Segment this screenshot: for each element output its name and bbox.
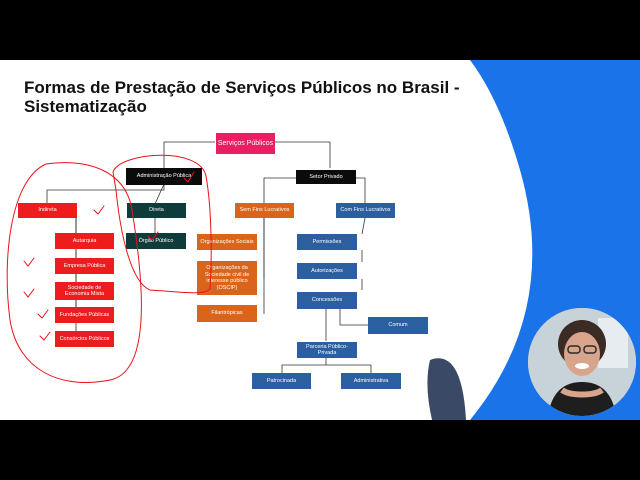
slide-title-line1: Formas de Prestação de Serviços Públicos… xyxy=(24,78,460,97)
node-empresa-publica: Empresa Pública xyxy=(55,258,114,274)
node-patrocinada: Patrocinada xyxy=(252,373,311,389)
dark-leaf-icon xyxy=(427,358,466,420)
node-administracao-publica: Administração Pública xyxy=(126,168,202,185)
node-comum: Comum xyxy=(368,317,428,334)
node-indireta: Indireta xyxy=(18,203,77,218)
letterbox-bottom xyxy=(0,420,640,480)
node-concessoes: Concessões xyxy=(297,292,357,309)
node-com-fins-lucrativos: Com Fins Lucrativos xyxy=(336,203,395,218)
presenter-webcam xyxy=(528,308,636,416)
node-organizacoes-sociais: Organizações Sociais xyxy=(197,234,257,250)
node-consorcios-publicos: Consórcios Públicos xyxy=(55,331,114,347)
node-parceria-publico-privada: Parceria Público-Privada xyxy=(297,342,357,358)
node-direta: Direta xyxy=(127,203,186,218)
slide-title-line2: Sistematização xyxy=(24,97,147,116)
node-orgao-publico: Órgão Público xyxy=(126,233,186,249)
node-autorizacoes: Autorizações xyxy=(297,263,357,279)
node-filantropicas: Filantrópicas xyxy=(197,305,257,322)
presenter-avatar xyxy=(528,308,636,416)
node-sociedade-economia-mista: Sociedade de Economia Mista xyxy=(55,282,114,300)
node-autarquia: Autarquia xyxy=(55,233,114,249)
node-setor-privado: Setor Privado xyxy=(296,170,356,184)
node-administrativa: Administrativa xyxy=(341,373,401,389)
node-oscip: Organizações da Sociedade civil de inter… xyxy=(197,261,257,295)
slide-title: Formas de Prestação de Serviços Públicos… xyxy=(24,78,544,116)
letterbox-top xyxy=(0,0,640,60)
node-sem-fins-lucrativos: Sem Fins Lucrativos xyxy=(235,203,294,218)
node-fundacoes-publicas: Fundações Públicas xyxy=(55,307,114,323)
node-permissoes: Permissões xyxy=(297,234,357,250)
node-servicos-publicos: Serviços Públicos xyxy=(216,133,275,154)
